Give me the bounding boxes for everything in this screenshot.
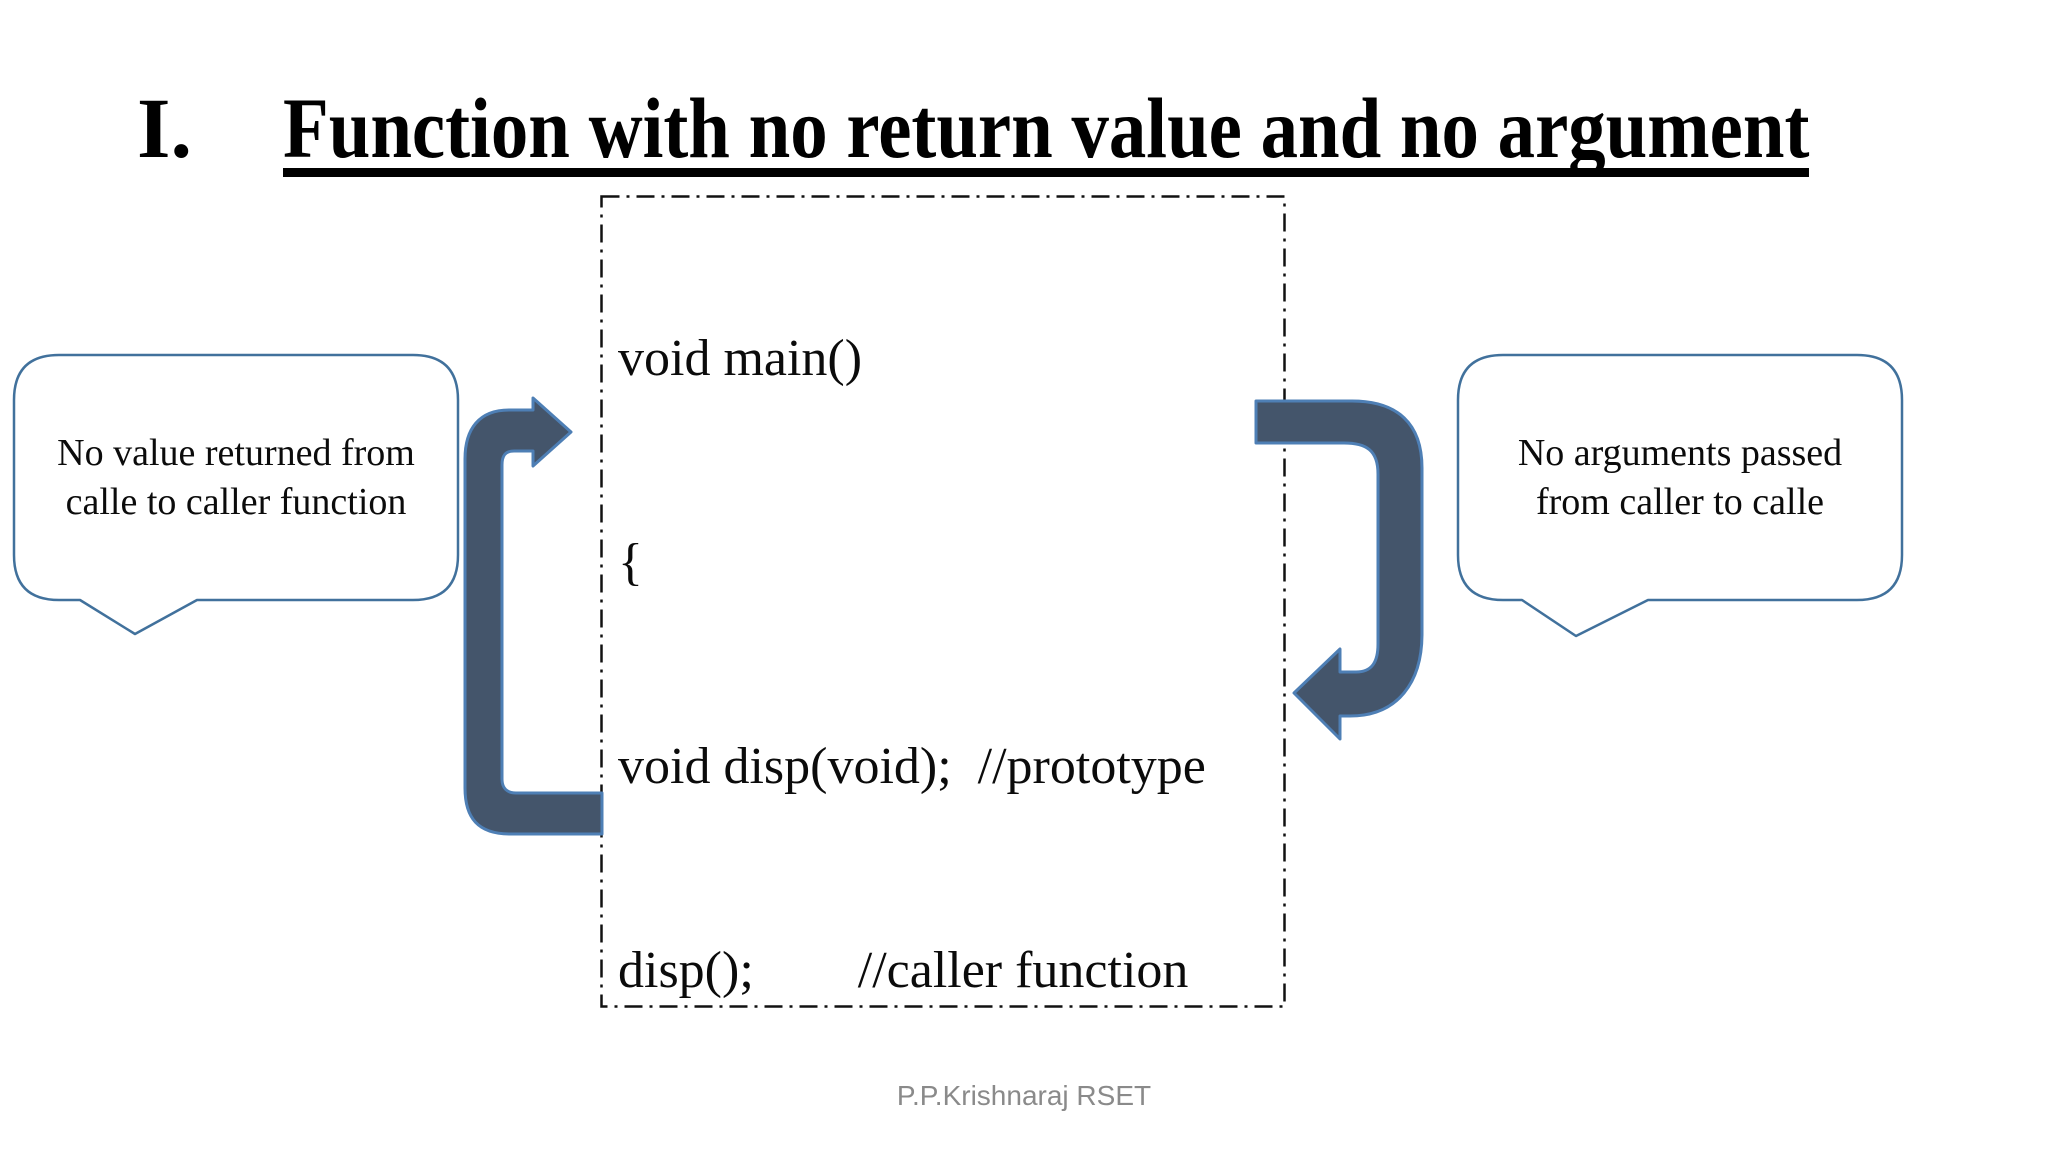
code-line-1: void main() bbox=[618, 330, 863, 387]
left-callout-text: No value returned from calle to caller f… bbox=[14, 355, 458, 600]
return-flow-arrow-icon bbox=[463, 396, 604, 836]
pass-flow-arrow-icon bbox=[1254, 399, 1424, 741]
left-callout-line: No value returned from bbox=[57, 431, 415, 474]
left-callout-line: calle to caller function bbox=[65, 480, 407, 523]
right-callout-line: No arguments passed bbox=[1517, 431, 1843, 474]
right-callout-text: No arguments passed from caller to calle bbox=[1458, 355, 1902, 600]
title-text: Function with no return value and no arg… bbox=[282, 80, 1810, 177]
footer-credit: P.P.Krishnaraj RSET bbox=[896, 1080, 1152, 1111]
code-block: void main() { void disp(void); //prototy… bbox=[618, 189, 1210, 1152]
code-line-2: { bbox=[618, 534, 643, 591]
code-line-4: disp(); //caller function bbox=[618, 942, 1189, 999]
slide-title: I. Function with no return value and no a… bbox=[137, 80, 2037, 177]
code-line-3: void disp(void); //prototype bbox=[618, 738, 1206, 795]
right-callout-line: from caller to calle bbox=[1535, 480, 1824, 523]
title-number: I. bbox=[137, 80, 192, 176]
code-line-5: return 0; bbox=[618, 1141, 1210, 1152]
